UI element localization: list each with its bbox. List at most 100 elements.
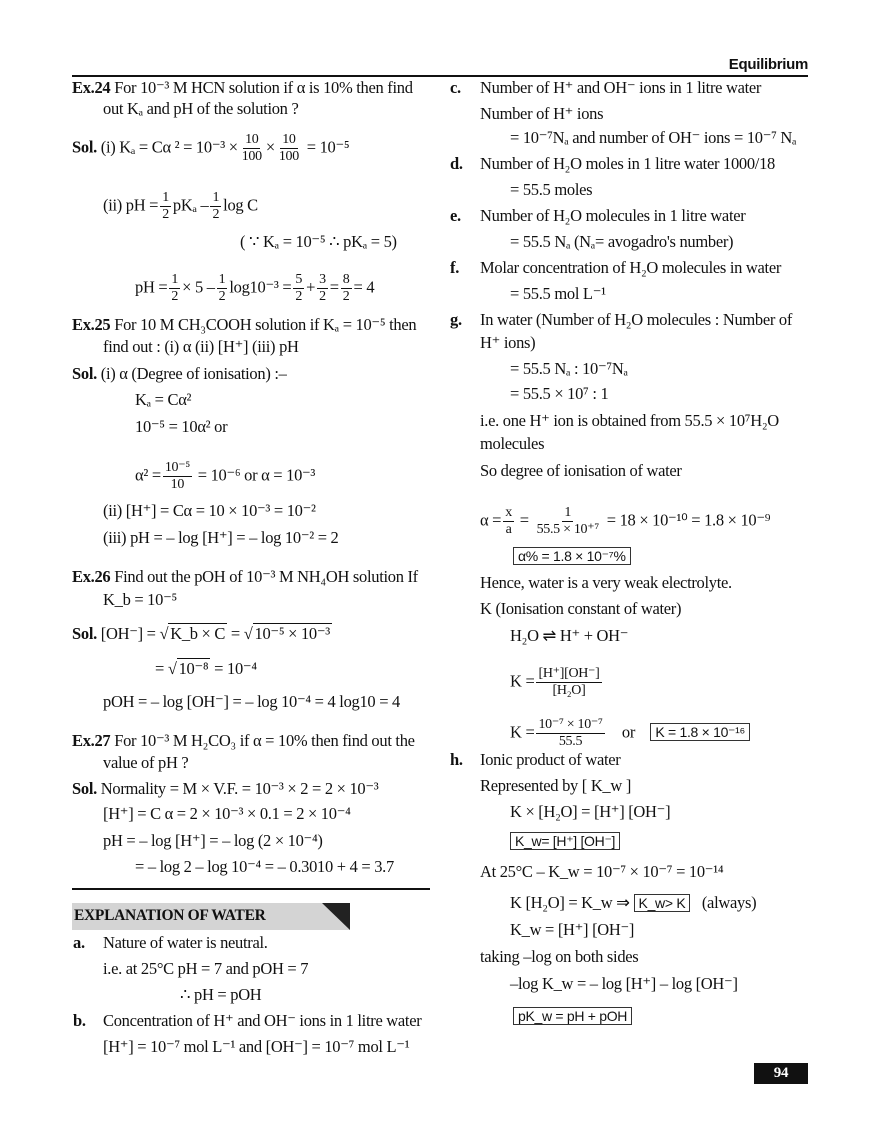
point-label: c. xyxy=(450,78,461,97)
point-label: e. xyxy=(450,206,461,225)
header-rule xyxy=(72,75,808,77)
sol-label: Sol. xyxy=(72,779,97,798)
numerator: 10⁻⁷ × 10⁻⁷ xyxy=(536,717,605,734)
denominator: 55.5 xyxy=(558,734,583,749)
point-c: c. Number of H⁺ and OH⁻ ions in 1 litre w… xyxy=(450,78,762,98)
text: = 10⁻⁵ xyxy=(306,137,350,157)
pkw-box: pK_w = pH + pOH xyxy=(513,1006,633,1026)
numerator: 3 xyxy=(317,272,328,289)
text: = √ xyxy=(227,624,253,643)
numerator: [H⁺][OH⁻] xyxy=(536,666,602,683)
text: Molar concentration of H₂O molecules in … xyxy=(480,258,782,277)
point-h: h. Ionic product of water xyxy=(450,750,621,770)
ex25-sol-3: 10⁻⁵ = 10α² or xyxy=(135,417,228,436)
page-number: 94 xyxy=(754,1063,808,1084)
denominator: 55.5 × 10⁺⁷ xyxy=(536,522,600,537)
text: α² = xyxy=(135,465,161,485)
numerator: 10 xyxy=(243,132,261,149)
numerator: 1 xyxy=(169,272,181,289)
point-label: g. xyxy=(450,310,462,329)
example-label: Ex.26 xyxy=(72,567,111,586)
point-h-line-8: –log K_w = – log [H⁺] – log [OH⁻] xyxy=(510,974,738,993)
text: Nature of water is neutral. xyxy=(103,933,268,952)
text: For 10⁻³ M H₂CO₃ if α = 10% then find ou… xyxy=(114,731,415,750)
ex26-sol-2: = √10⁻⁸ = 10⁻⁴ xyxy=(155,658,257,679)
point-g-line-8: Hence, water is a very weak electrolyte. xyxy=(480,573,732,592)
point-b-line-2: [H⁺] = 10⁻⁷ mol L⁻¹ and [OH⁻] = 10⁻⁷ mol… xyxy=(103,1037,410,1056)
text: Normality = M × V.F. = 10⁻³ × 2 = 2 × 10… xyxy=(100,779,379,798)
point-c-line-3: = 10⁻⁷Nₐ and number of OH⁻ ions = 10⁻⁷ N… xyxy=(510,128,797,147)
point-g-line-9: K (Ionisation constant of water) xyxy=(480,599,682,618)
point-e: e. Number of H₂O molecules in 1 litre wat… xyxy=(450,206,746,226)
text: Number of H⁺ and OH⁻ ions in 1 litre wat… xyxy=(480,78,762,97)
point-label: a. xyxy=(73,933,85,952)
ex25-sol-1: Sol. (i) α (Degree of ionisation) :– xyxy=(72,364,287,384)
ionisation-equation: H₂O ⇌ H⁺ + OH⁻ xyxy=(510,626,629,645)
point-h-line-3: K × [H₂O] = [H⁺] [OH⁻] xyxy=(510,802,671,821)
ex26-question-cont: K_b = 10⁻⁵ xyxy=(103,590,177,609)
section-rule xyxy=(72,888,430,890)
plus: + xyxy=(306,277,316,297)
denominator: 100 xyxy=(241,149,262,164)
point-h-line-7: taking –log on both sides xyxy=(480,947,639,966)
text: (i) α (Degree of ionisation) :– xyxy=(100,364,287,383)
point-g-line-4: = 55.5 × 10⁷ : 1 xyxy=(510,384,609,403)
ex24-question-cont: out Kₐ and pH of the solution ? xyxy=(103,99,299,118)
point-h-line-2: Represented by [ K_w ] xyxy=(480,776,632,795)
point-d: d.Number of H₂O moles in 1 litre water 1… xyxy=(450,154,775,174)
text: K [H₂O] = K_w ⇒ xyxy=(510,893,630,912)
text: = √ xyxy=(155,659,177,678)
point-label: h. xyxy=(450,750,463,769)
text: K = xyxy=(510,671,535,691)
text: Ionic product of water xyxy=(480,750,621,769)
point-a-line-3: ∴ pH = pOH xyxy=(180,985,262,1004)
section-heading-band xyxy=(72,903,350,930)
ex27-question: Ex.27 For 10⁻³ M H₂CO₃ if α = 10% then f… xyxy=(72,731,415,751)
numerator: 1 xyxy=(216,272,228,289)
point-a-line-2: i.e. at 25°C pH = 7 and pOH = 7 xyxy=(103,959,309,978)
boxed-result: K_w= [H⁺] [OH⁻] xyxy=(510,832,621,850)
ex25-question: Ex.25 For 10 M CH₃COOH solution if Kₐ = … xyxy=(72,315,417,335)
ex26-sol-1: Sol. [OH⁻] = √K_b × C = √10⁻⁵ × 10⁻³ xyxy=(72,623,332,644)
numerator: 1 xyxy=(210,190,222,207)
text: pKₐ – xyxy=(172,195,209,215)
section-heading-triangle xyxy=(322,903,350,930)
text: Number of H₂O moles in 1 litre water 100… xyxy=(480,154,775,173)
point-h-line-4: At 25°C – K_w = 10⁻⁷ × 10⁻⁷ = 10⁻¹⁴ xyxy=(480,862,724,881)
numerator: 5 xyxy=(293,272,305,289)
numerator: 1 xyxy=(562,505,574,522)
text: (ii) pH = xyxy=(103,195,159,215)
text: = xyxy=(519,510,529,530)
kw-box: K_w= [H⁺] [OH⁻] xyxy=(510,831,621,851)
text: or xyxy=(621,722,636,742)
chapter-title: Equilibrium xyxy=(728,56,809,73)
numerator: 1 xyxy=(160,190,171,207)
denominator: 2 xyxy=(171,289,179,304)
boxed-result: pK_w = pH + pOH xyxy=(513,1007,633,1025)
text: Number of H₂O molecules in 1 litre water xyxy=(480,206,746,225)
text: = 10⁻⁴ xyxy=(210,659,257,678)
point-e-line-2: = 55.5 Nₐ (Nₐ= avogadro's number) xyxy=(510,232,734,251)
text: For 10 M CH₃COOH solution if Kₐ = 10⁻⁵ t… xyxy=(114,315,417,334)
alpha-percent-box: α% = 1.8 × 10⁻⁷% xyxy=(513,546,631,566)
point-g-line-6: molecules xyxy=(480,434,545,453)
ex25-question-cont: find out : (i) α (ii) [H⁺] (iii) pH xyxy=(103,337,299,356)
ex25-sol-2: Kₐ = Cα² xyxy=(135,390,192,409)
text: = 4 xyxy=(353,277,375,297)
denominator: [H₂O] xyxy=(552,683,586,698)
fraction: [H⁺][OH⁻][H₂O] xyxy=(536,666,602,699)
ex25-sol-5: (ii) [H⁺] = Cα = 10 × 10⁻³ = 10⁻² xyxy=(103,501,316,520)
point-c-line-2: Number of H⁺ ions xyxy=(480,104,604,123)
